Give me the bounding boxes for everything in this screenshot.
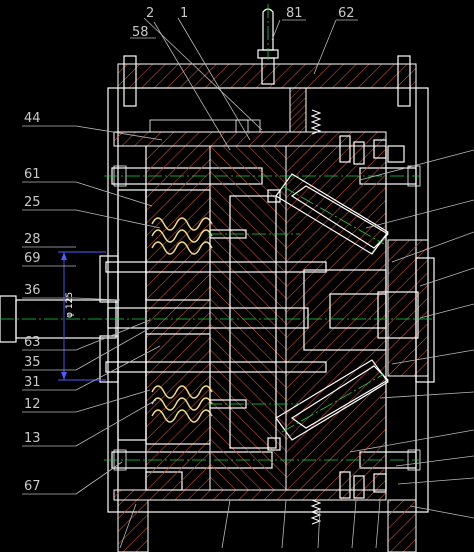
callout-labels: 2 58 1 81 62 44 61 25 28 69 36 63 35 31 … [24,6,355,494]
angled-lifter-lower [275,359,389,441]
diameter-dimension: φ125 [58,251,106,381]
locating-ring [99,255,119,303]
bottom-spring [310,499,322,525]
dimension-text: φ125 [65,292,75,318]
callout-58: 58 [132,25,149,40]
callout-36: 36 [24,283,41,298]
spring-lower-icon [151,385,213,423]
callout-31: 31 [24,375,41,390]
springs [151,217,213,423]
callout-28: 28 [24,232,41,247]
top-spring [310,109,322,135]
callout-44: 44 [24,111,41,126]
callout-1: 1 [180,6,188,21]
callout-2: 2 [146,6,154,21]
top-bolt-right [397,55,411,107]
lifting-eye-icon [262,8,274,51]
callout-63: 63 [24,335,41,350]
mold-body [0,8,435,552]
center-lines [0,4,432,461]
bottom-pillar-right [387,499,417,552]
bottom-pillar-left [117,499,149,552]
callout-67: 67 [24,479,41,494]
leader-lines [22,17,474,549]
callout-12: 12 [24,397,41,412]
callout-81: 81 [286,6,303,21]
angled-lifter-upper [275,173,389,255]
core-block-right [285,145,387,491]
right-block [387,239,429,377]
top-bolt-left [123,55,137,107]
spring-upper-icon [151,217,213,255]
callout-13: 13 [24,431,41,446]
callout-62: 62 [338,6,355,21]
support-pillar [289,87,307,133]
callout-35: 35 [24,355,41,370]
callout-25: 25 [24,195,41,210]
callout-69: 69 [24,251,41,266]
cavity-plate [209,145,287,491]
callout-61: 61 [24,167,41,182]
ejector-plate-left [145,145,211,491]
